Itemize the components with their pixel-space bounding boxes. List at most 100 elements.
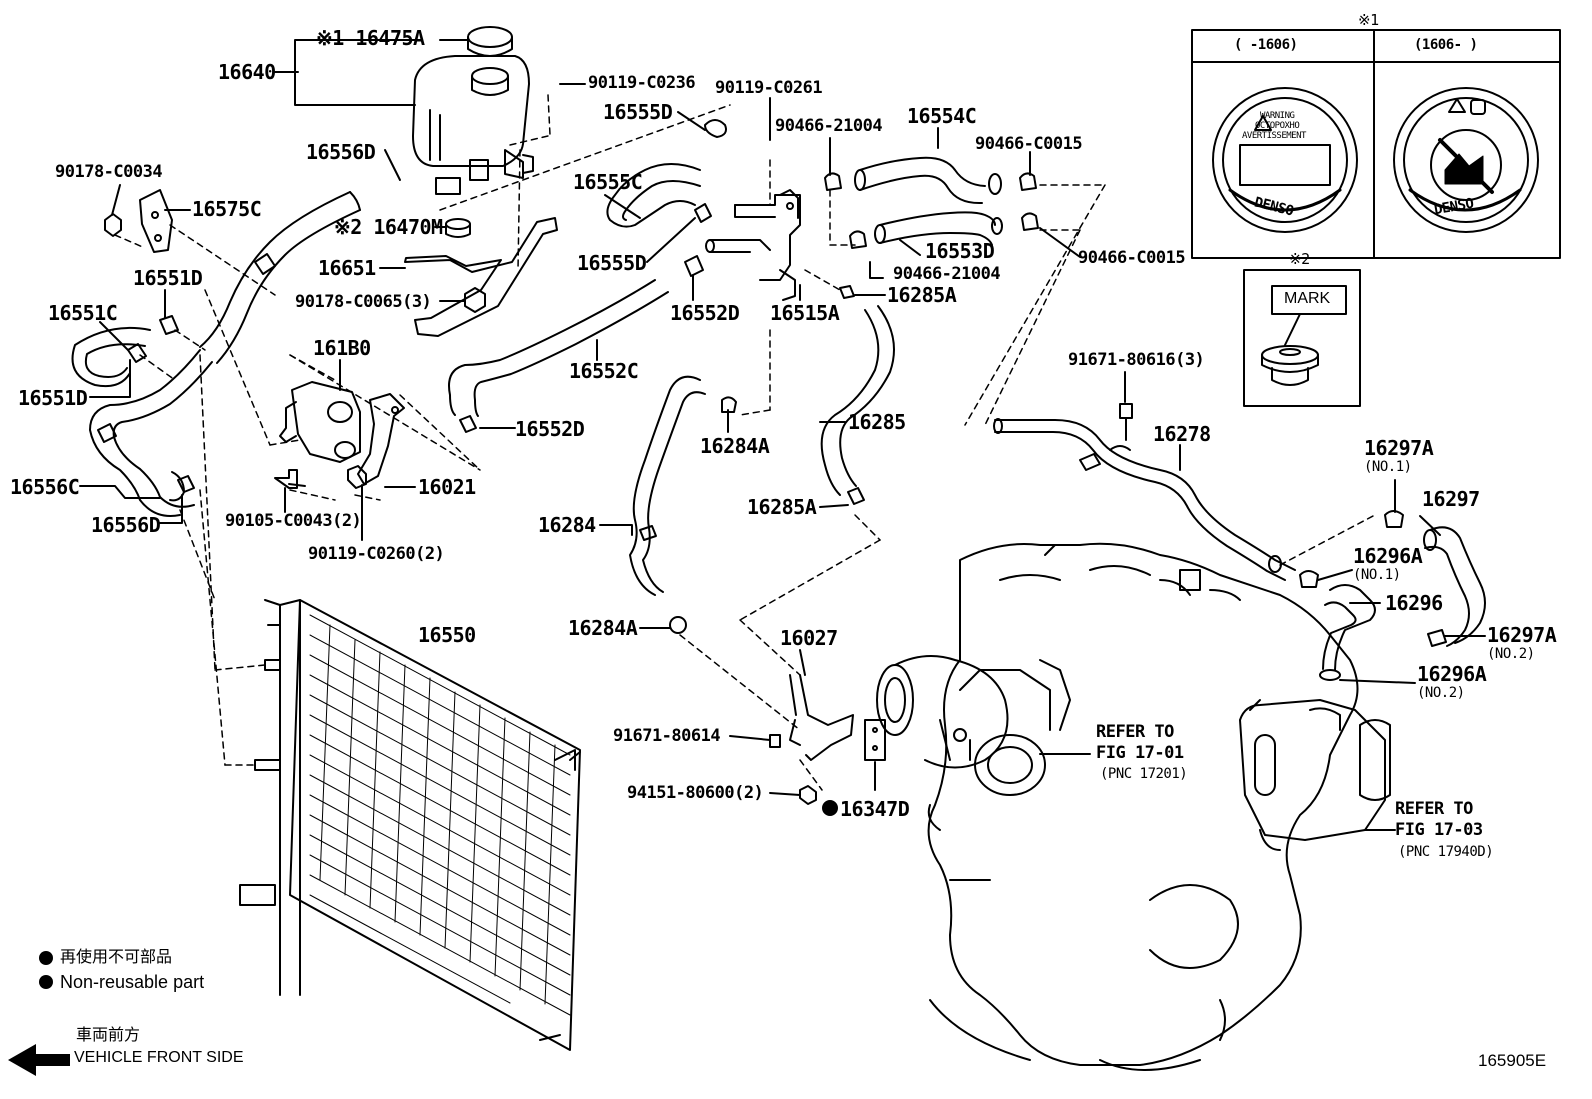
inset-mark — [1243, 269, 1361, 407]
part-label-16575c: 16575C — [192, 197, 262, 221]
turbo-assembly — [876, 655, 1071, 796]
direction-en: VEHICLE FRONT SIDE — [74, 1049, 244, 1066]
front-direction-arrow-icon — [8, 1044, 70, 1076]
inset1-cap-text-1: WARNING — [1260, 111, 1295, 121]
inset1-cap-text-2: OCTOPOXHO — [1255, 121, 1300, 131]
part-label-90119-c0236: 90119-C0236 — [588, 73, 696, 93]
water-inlet-16027 — [769, 674, 886, 805]
reference-2-line1: REFER TO — [1395, 799, 1473, 819]
part-label-16552c: 16552C — [569, 359, 639, 383]
part-label-91671-80614: 91671-80614 — [613, 726, 721, 746]
dashed-connection-lines — [114, 94, 1376, 791]
hose-16553d — [874, 211, 1003, 246]
part-label-90119-c0261: 90119-C0261 — [715, 78, 823, 98]
part-label-16296a-no2-qualifier: (NO.2) — [1417, 685, 1465, 701]
bracket-16651 — [404, 217, 558, 337]
part-label-16297a-no2-qualifier: (NO.2) — [1487, 646, 1535, 662]
leader-lines — [79, 39, 1486, 831]
reference-2-line2: FIG 17-03 — [1395, 820, 1483, 840]
part-label-16297a-no2: 16297A — [1487, 623, 1557, 647]
part-label-16551d-bottom: 16551D — [18, 386, 88, 410]
part-label-16470m: ※2 16470M — [334, 215, 443, 239]
part-label-16556d-bottom: 16556D — [91, 513, 161, 537]
part-label-16640: 16640 — [218, 60, 276, 84]
part-label-90178-c0065: 90178-C0065(3) — [295, 292, 432, 312]
part-label-16296: 16296 — [1385, 591, 1443, 615]
part-label-90119-c0260: 90119-C0260(2) — [308, 544, 445, 564]
engine-block — [927, 542, 1359, 1071]
part-label-16551c: 16551C — [48, 301, 118, 325]
part-label-16284a-bottom: 16284A — [568, 616, 638, 640]
part-label-16555d-top: 16555D — [603, 100, 673, 124]
radiator-core-grid — [309, 614, 571, 1016]
figure-id: 165905E — [1478, 1051, 1547, 1070]
part-label-16556d-top: 16556D — [306, 140, 376, 164]
part-label-16552d-bottom: 16552D — [515, 417, 585, 441]
reference-1-line2: FIG 17-01 — [1096, 743, 1184, 763]
part-label-94151-80600: 94151-80600(2) — [627, 783, 764, 803]
inset1-col2-header: (1606- ) — [1414, 37, 1478, 53]
part-label-16278: 16278 — [1153, 422, 1211, 446]
part-label-16554c: 16554C — [907, 104, 977, 128]
part-label-16651: 16651 — [318, 256, 376, 280]
hose-16556c-lower — [89, 349, 213, 517]
hose-16284 — [629, 375, 737, 634]
part-label-16296a-no2: 16296A — [1417, 662, 1487, 686]
pipe-16278 — [993, 418, 1296, 581]
valve-161b0 — [279, 381, 405, 485]
part-label-16556c: 16556C — [10, 475, 80, 499]
inset1-col1-header: ( -1606) — [1234, 37, 1298, 53]
part-label-16551d-top: 16551D — [133, 266, 203, 290]
part-label-16297: 16297 — [1422, 487, 1480, 511]
part-label-16296a-no1: 16296A — [1353, 544, 1423, 568]
reservoir-tank — [412, 26, 534, 195]
part-label-90178-c0034: 90178-C0034 — [55, 162, 163, 182]
inset1-mark: ※1 — [1358, 11, 1379, 29]
part-label-16555c: 16555C — [573, 170, 643, 194]
part-label-16297a-no1-qualifier: (NO.1) — [1364, 459, 1412, 475]
part-label-91671-80616: 91671-80616(3) — [1068, 350, 1205, 370]
part-label-90105-c0043: 90105-C0043(2) — [225, 511, 362, 531]
radiator-16550 — [239, 599, 581, 1051]
part-label-16553d: 16553D — [925, 239, 995, 263]
hose-16554c — [854, 156, 1002, 205]
part-label-90466-21004-top: 90466-21004 — [775, 116, 883, 136]
legend-en: Non-reusable part — [60, 972, 205, 992]
direction-jp: 車両前方 — [76, 1027, 141, 1044]
part-label-16550: 16550 — [418, 623, 476, 647]
inset-cap-variants — [1191, 29, 1561, 259]
legend-jp: 再使用不可部品 — [60, 949, 173, 966]
hose-16551c — [71, 315, 179, 388]
cooler-assembly — [1239, 699, 1391, 851]
legend-bullet-en — [39, 975, 53, 989]
inset2-mark: ※2 — [1289, 250, 1310, 268]
hose-16555c — [606, 119, 727, 228]
part-label-16555d-bottom: 16555D — [577, 251, 647, 275]
part-label-90466-21004-bottom: 90466-21004 — [893, 264, 1001, 284]
hose-16556c-upper — [199, 191, 361, 364]
part-label-16475a: ※1 16475A — [316, 26, 425, 50]
hose-16296 — [1299, 570, 1447, 681]
reference-1-line3: (PNC 17201) — [1100, 766, 1188, 782]
part-label-16284a-top: 16284A — [700, 434, 770, 458]
part-label-16347d: 16347D — [840, 797, 910, 821]
part-label-16284: 16284 — [538, 513, 596, 537]
part-label-16515a: 16515A — [770, 301, 840, 325]
inset2-mark-label: MARK — [1284, 290, 1331, 307]
inset1-cap-text-3: AVERTISSEMENT — [1242, 131, 1306, 141]
reference-1-line1: REFER TO — [1096, 722, 1174, 742]
part-label-90466-c0015-top: 90466-C0015 — [975, 134, 1083, 154]
fitting-16515a — [684, 189, 801, 301]
grommet-16470m — [445, 218, 471, 238]
part-label-90466-c0015-bottom: 90466-C0015 — [1078, 248, 1186, 268]
part-label-16296a-no1-qualifier: (NO.1) — [1353, 567, 1401, 583]
part-label-16285: 16285 — [848, 410, 906, 434]
part-label-16027: 16027 — [780, 626, 838, 650]
legend-bullet-jp — [39, 951, 53, 965]
part-label-16297a-no1: 16297A — [1364, 436, 1434, 460]
hose-16285 — [820, 305, 895, 505]
part-label-161b0: 161B0 — [313, 336, 371, 360]
hose-16552c — [448, 279, 669, 433]
part-label-16285a-bottom: 16285A — [747, 495, 817, 519]
